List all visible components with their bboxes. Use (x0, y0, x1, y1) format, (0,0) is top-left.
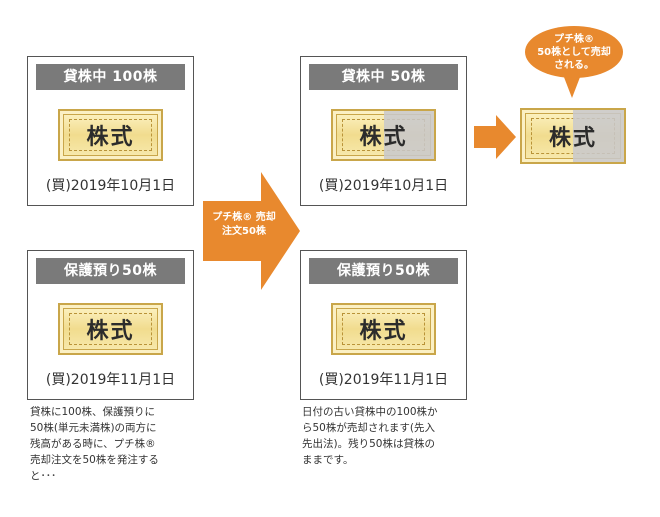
purchase-date: (買)2019年10月1日 (301, 175, 466, 195)
certificate-label: 株式 (60, 111, 161, 159)
purchase-date: (買)2019年11月1日 (28, 369, 193, 389)
card-loan-before: 貸株中 100株 株式 (買)2019年10月1日 (27, 56, 194, 206)
stock-certificate: 株式 (331, 303, 436, 355)
card-title: 貸株中 50株 (309, 64, 458, 90)
card-title: 保護預り50株 (309, 258, 458, 284)
sold-stock-certificate: 株式 (520, 108, 626, 164)
stock-certificate: 株式 (58, 109, 163, 161)
certificate-label: 株式 (333, 111, 434, 159)
speech-bubble: プチ株® 50株として売却 される。 (525, 26, 623, 78)
note-left: 貸株に100株、保護預りに 50株(単元未満株)の両方に 残高がある時に、プチ株… (30, 404, 210, 484)
stock-certificate-half-sold: 株式 (331, 109, 436, 161)
result-arrow (474, 115, 516, 159)
certificate-label: 株式 (333, 305, 434, 353)
stock-certificate: 株式 (58, 303, 163, 355)
card-title: 保護預り50株 (36, 258, 185, 284)
card-title: 貸株中 100株 (36, 64, 185, 90)
purchase-date: (買)2019年11月1日 (301, 369, 466, 389)
certificate-label: 株式 (522, 110, 624, 162)
note-right: 日付の古い貸株中の100株か ら50株が売却されます(先入 先出法)。残り50株… (302, 404, 502, 468)
certificate-label: 株式 (60, 305, 161, 353)
sell-order-label: プチ株® 売却 注文50株 (203, 211, 285, 239)
card-loan-after: 貸株中 50株 株式 (買)2019年10月1日 (300, 56, 467, 206)
purchase-date: (買)2019年10月1日 (28, 175, 193, 195)
card-custody-after: 保護預り50株 株式 (買)2019年11月1日 (300, 250, 467, 400)
card-custody-before: 保護預り50株 株式 (買)2019年11月1日 (27, 250, 194, 400)
